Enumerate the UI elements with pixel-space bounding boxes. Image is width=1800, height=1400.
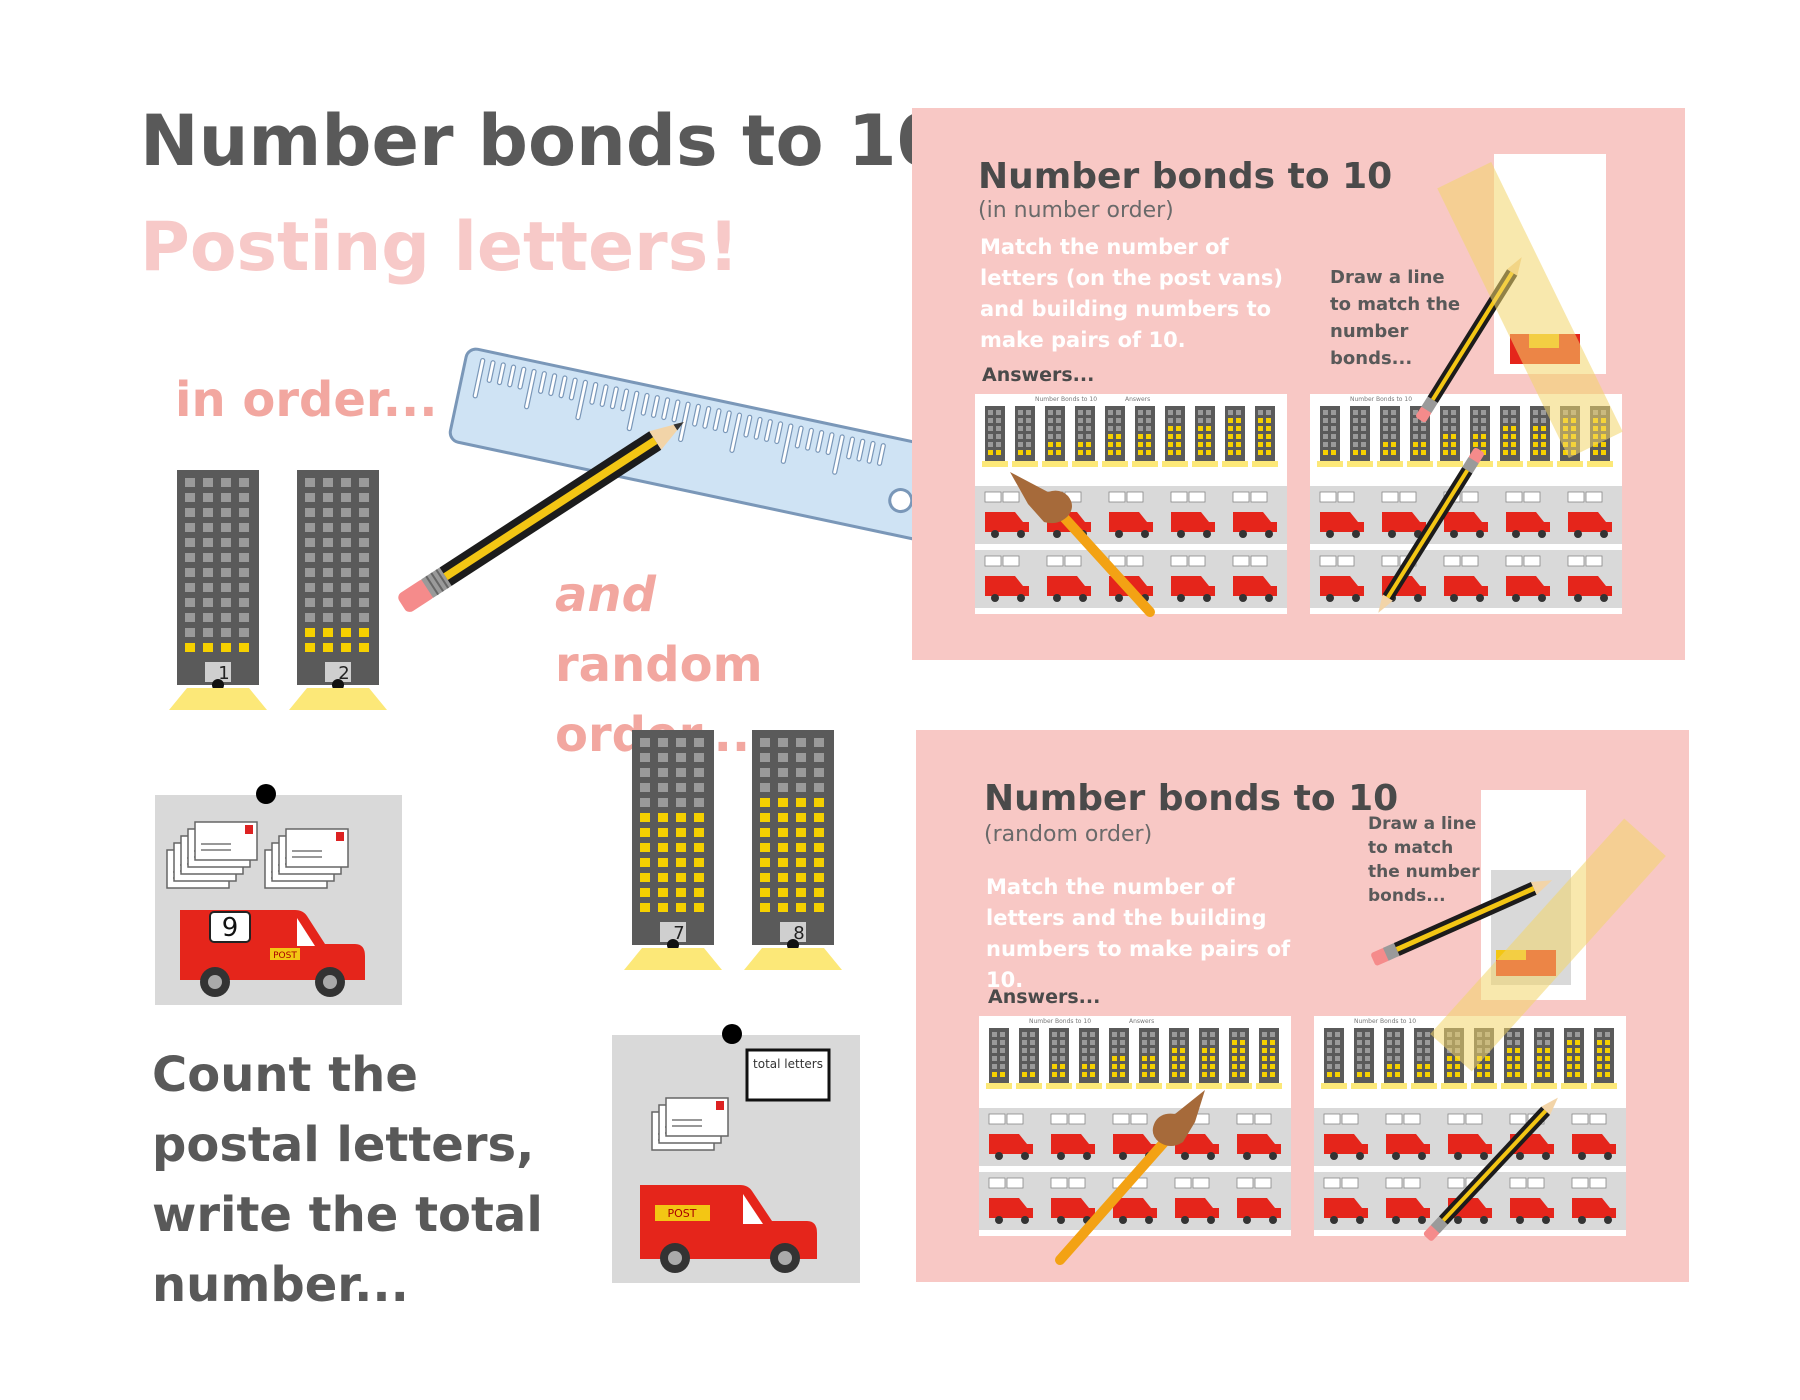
thumbnail-art bbox=[1314, 1028, 1626, 1230]
count-instruction: Count the postal letters, write the tota… bbox=[152, 1047, 543, 1313]
panel-title: Number bonds to 10 bbox=[984, 778, 1399, 819]
panel-description: Match the number of letters (on the post… bbox=[980, 235, 1283, 352]
thumbnail-header: Number Bonds to 10 bbox=[1035, 396, 1098, 403]
pencil-icon bbox=[1371, 880, 1553, 966]
random-order-rest: random order... bbox=[555, 637, 763, 763]
building-icon: 8 bbox=[744, 730, 842, 970]
thumbnail-art bbox=[1310, 406, 1622, 608]
van-number: 9 bbox=[222, 913, 239, 943]
thumbnail-header: Number Bonds to 10 bbox=[1029, 1018, 1092, 1025]
letters-icon: total letters bbox=[651, 1024, 831, 1151]
van-icon: 9 POST bbox=[180, 910, 365, 997]
van-badge: POST bbox=[668, 1207, 697, 1220]
worksheet-thumbnail-answers: Number Bonds to 10 Answers bbox=[979, 1016, 1291, 1236]
thumbnail-header: Number Bonds to 10 bbox=[1354, 1018, 1417, 1025]
random-order-italic: and bbox=[555, 567, 656, 623]
ruler-icon bbox=[448, 347, 967, 546]
panel-subtitle: (random order) bbox=[984, 822, 1153, 847]
building-number: 2 bbox=[338, 663, 349, 684]
pencil-icon bbox=[1378, 447, 1484, 613]
building-icon: 7 bbox=[624, 730, 722, 970]
building-number: 1 bbox=[218, 663, 229, 684]
building-icon: 2 bbox=[289, 470, 387, 710]
ruler-icon bbox=[1437, 162, 1623, 458]
ruler-icon bbox=[1430, 818, 1666, 1072]
page-subtitle: Posting letters! bbox=[140, 208, 740, 287]
random-order-label: and random order... bbox=[555, 560, 865, 770]
total-letters-box: total letters bbox=[753, 1057, 823, 1071]
panel-description: Match the number of letters and the buil… bbox=[986, 875, 1291, 992]
thumbnail-tag: Answers bbox=[1125, 396, 1151, 403]
pencil-icon bbox=[398, 422, 684, 612]
worksheet-thumbnail-answers: Number Bonds to 10 Answers bbox=[975, 394, 1287, 614]
building-number: 7 bbox=[673, 923, 684, 944]
worksheet-panel-random-order: Number bonds to 10 (random order) Match … bbox=[916, 730, 1689, 1282]
panel-answers-label: Answers... bbox=[988, 986, 1101, 1008]
thumbnail-art bbox=[979, 1028, 1291, 1230]
pencil-icon bbox=[1423, 1097, 1558, 1241]
van-icon: POST bbox=[640, 1185, 817, 1273]
thumbnail-art bbox=[975, 406, 1287, 608]
building-icon: 1 bbox=[169, 470, 267, 710]
panel-title: Number bonds to 10 bbox=[978, 156, 1393, 197]
panel-draw-instruction: Draw a line to match the number bonds... bbox=[1368, 814, 1480, 906]
panel-subtitle: (in number order) bbox=[978, 198, 1174, 223]
hand-pointer-icon bbox=[1010, 472, 1155, 617]
thumbnail-header: Number Bonds to 10 bbox=[1350, 396, 1413, 403]
thumbnail-tag: Answers bbox=[1129, 1018, 1155, 1025]
page-title: Number bonds to 10 bbox=[140, 100, 946, 182]
letters-icon bbox=[166, 784, 349, 889]
panel-draw-instruction: Draw a line to match the number bonds... bbox=[1330, 267, 1461, 369]
in-order-label: in order... bbox=[175, 372, 438, 428]
hand-pointer-icon bbox=[1055, 1090, 1205, 1265]
building-number: 8 bbox=[793, 923, 804, 944]
van-badge: POST bbox=[273, 951, 297, 961]
panel-answers-label: Answers... bbox=[982, 364, 1095, 386]
